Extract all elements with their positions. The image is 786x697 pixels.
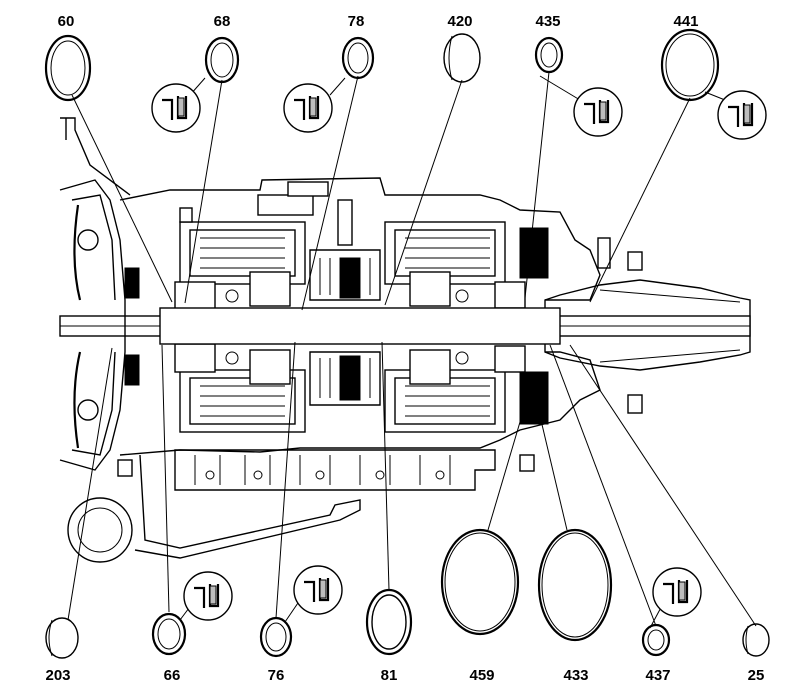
seal-detail-inset [183, 571, 233, 621]
callout-label: 203 [45, 667, 70, 684]
seal-rings [44, 28, 770, 659]
seal-detail-insets [151, 83, 767, 621]
callout-label: 437 [645, 667, 670, 684]
callout-label: 459 [469, 667, 494, 684]
callout-labels: 60 68 78 420 435 441 203 66 76 81 459 43… [45, 13, 764, 684]
seal-ring-66 [151, 612, 187, 656]
callout-label: 420 [447, 13, 472, 30]
callout-label: 81 [381, 667, 398, 684]
leader-lines [67, 71, 757, 629]
seal-detail-inset [573, 87, 623, 137]
callout-label: 78 [348, 13, 365, 30]
seal-ring-81 [365, 588, 413, 656]
seal-ring-437 [641, 623, 671, 657]
seal-ring-68 [204, 36, 240, 84]
seal-detail-inset [283, 83, 333, 133]
seal-detail-inset [717, 90, 767, 140]
callout-label: 441 [673, 13, 698, 30]
seal-ring-420 [443, 33, 481, 83]
seal-ring-76 [259, 616, 293, 658]
seal-ring-459 [440, 528, 520, 636]
callout-label: 433 [563, 667, 588, 684]
seal-ring-433 [537, 528, 613, 642]
callout-label: 60 [58, 13, 75, 30]
seal-ring-435 [534, 36, 564, 74]
callout-label: 66 [164, 667, 181, 684]
callout-label: 25 [748, 667, 765, 684]
seal-detail-inset [652, 567, 702, 617]
callout-label: 435 [535, 13, 560, 30]
callout-label: 68 [214, 13, 231, 30]
callout-label: 76 [268, 667, 285, 684]
seal-ring-441 [660, 28, 720, 102]
seal-ring-60 [44, 34, 92, 102]
transmission-body [59, 117, 751, 563]
seal-ring-25 [742, 623, 770, 657]
seal-ring-78 [341, 36, 375, 80]
seal-detail-inset [151, 83, 201, 133]
seal-ring-203 [45, 617, 79, 659]
seal-detail-inset [293, 565, 343, 615]
